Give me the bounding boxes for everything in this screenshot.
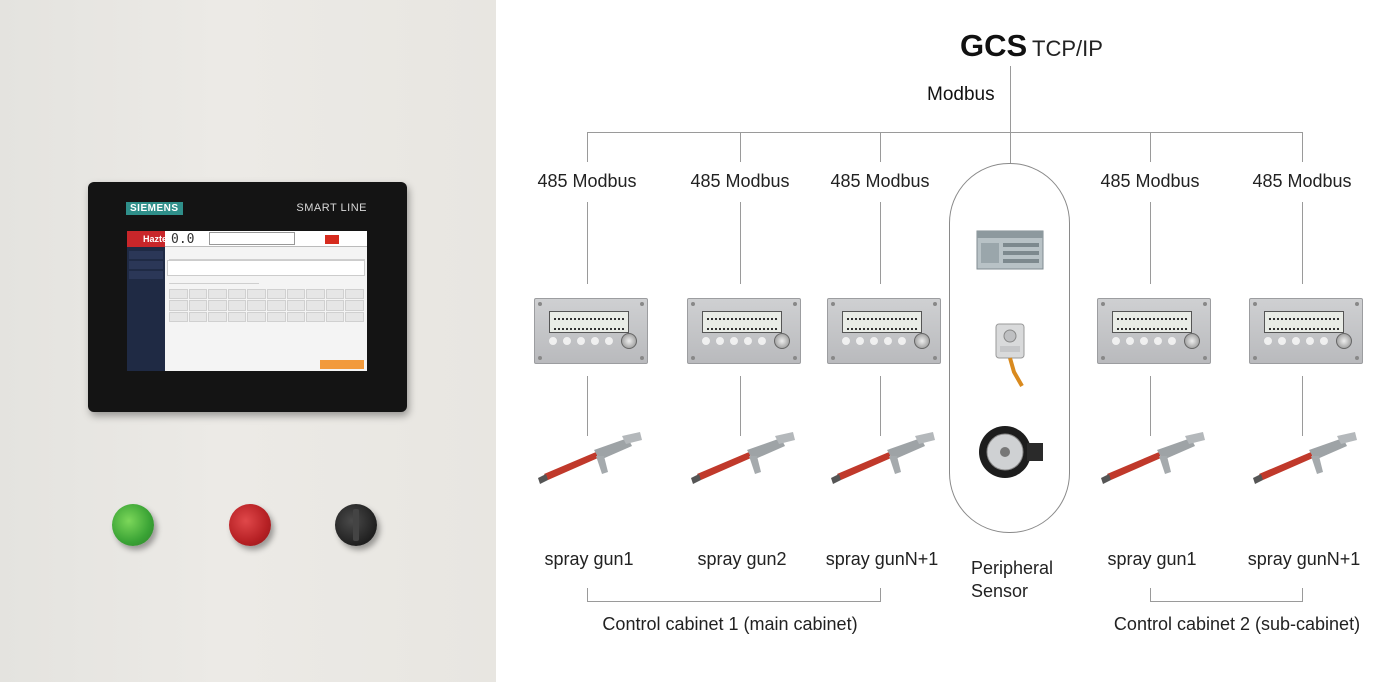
green-push-button[interactable] — [112, 504, 154, 546]
modbus-label: Modbus — [927, 84, 995, 105]
hmi-touch-panel: SIEMENS SMART LINE Hazte 0.0 — [88, 182, 407, 412]
red-push-button[interactable] — [229, 504, 271, 546]
channel-protocol-label: 485 Modbus — [830, 171, 930, 191]
hmi-brand-logo: SIEMENS — [126, 202, 183, 215]
peripheral-label-line1: Peripheral — [971, 558, 1054, 578]
cabinet1-bracket-right — [880, 588, 881, 601]
cabinet2-bracket-right — [1302, 588, 1303, 601]
hmi-sidebar-item — [129, 251, 163, 259]
bus-line — [587, 132, 1303, 133]
channel-drop-line — [880, 132, 881, 162]
cabinet2-label: Control cabinet 2 (sub-cabinet) — [1113, 614, 1361, 634]
channel-protocol-label: 485 Modbus — [690, 171, 790, 191]
selector-switch[interactable] — [335, 504, 377, 546]
hmi-screen: Hazte 0.0 — [127, 231, 367, 371]
channel-link-line — [880, 202, 881, 284]
channel-protocol-label: 485 Modbus — [537, 171, 637, 191]
rotary-encoder-icon — [969, 420, 1050, 484]
spray-controller — [534, 298, 648, 364]
spray-gun-icon — [831, 432, 935, 484]
channel-protocol-label: 485 Modbus — [1252, 171, 1352, 191]
spray-gun-icon — [1253, 432, 1357, 484]
cabinet2-bracket — [1150, 601, 1303, 602]
hmi-sidebar — [127, 231, 165, 371]
channel-drop-line — [740, 132, 741, 162]
spray-controller — [827, 298, 941, 364]
hmi-confirm-button[interactable] — [320, 360, 364, 369]
gcs-title: GCS — [960, 28, 1028, 63]
spray-gun-label: spray gun1 — [544, 549, 634, 569]
gun-link-line — [740, 376, 741, 436]
hmi-model-label: SMART LINE — [296, 202, 367, 214]
gun-link-line — [880, 376, 881, 436]
spray-controller — [687, 298, 801, 364]
hmi-grid — [169, 289, 364, 322]
spray-controller — [1249, 298, 1363, 364]
spray-gun-icon — [538, 432, 642, 484]
gun-link-line — [587, 376, 588, 436]
gun-link-line — [1302, 376, 1303, 436]
plc-module-icon — [969, 220, 1050, 280]
channel-drop-line — [587, 132, 588, 162]
hmi-sidebar-item — [129, 271, 163, 279]
peripheral-label-line2: Sensor — [971, 581, 1029, 601]
cabinet1-label: Control cabinet 1 (main cabinet) — [602, 614, 858, 634]
spray-gun-label: spray gun1 — [1107, 549, 1197, 569]
hmi-sidebar-item — [129, 261, 163, 269]
trunk-line — [1010, 66, 1011, 132]
flag-icon — [325, 235, 339, 244]
gun-link-line — [1150, 376, 1151, 436]
peripheral-drop-line — [1010, 132, 1011, 164]
channel-protocol-label: 485 Modbus — [1100, 171, 1200, 191]
spray-gun-label: spray gunN+1 — [1247, 549, 1361, 569]
channel-link-line — [1150, 202, 1151, 284]
hmi-topbar — [165, 231, 367, 247]
spray-gun-label: spray gun2 — [697, 549, 787, 569]
spray-gun-label: spray gunN+1 — [825, 549, 939, 569]
channel-drop-line — [1302, 132, 1303, 162]
channel-link-line — [740, 202, 741, 284]
peripheral-sensor-group — [949, 163, 1070, 533]
cabinet1-bracket — [587, 601, 881, 602]
cabinet2-bracket-left — [1150, 588, 1151, 601]
hmi-divider — [169, 283, 259, 284]
gcs-protocol: TCP/IP — [1032, 36, 1103, 61]
hmi-value-readout: 0.0 — [171, 232, 195, 247]
control-cabinet-panel: SIEMENS SMART LINE Hazte 0.0 — [0, 0, 496, 682]
channel-drop-line — [1150, 132, 1151, 162]
spray-gun-icon — [1101, 432, 1205, 484]
spray-gun-icon — [691, 432, 795, 484]
channel-link-line — [587, 202, 588, 284]
hmi-message-box — [167, 260, 365, 276]
spray-controller — [1097, 298, 1211, 364]
cabinet1-bracket-left — [587, 588, 588, 601]
proximity-sensor-icon — [995, 323, 1024, 387]
channel-link-line — [1302, 202, 1303, 284]
hmi-input-box — [209, 232, 295, 245]
hmi-screen-title: Hazte — [127, 231, 169, 247]
